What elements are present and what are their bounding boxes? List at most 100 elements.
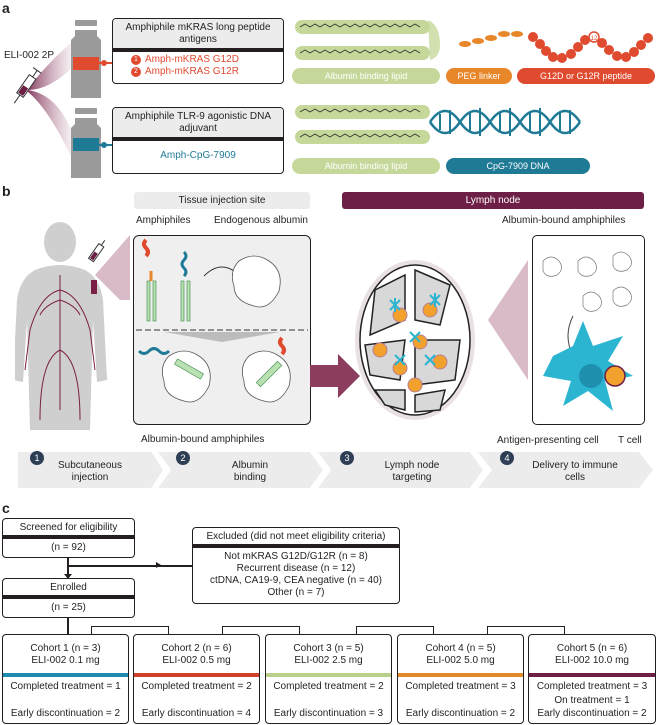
- peptide-antigen-box: Amphiphile mKRAS long peptide antigens 1…: [112, 18, 284, 84]
- arrow-head: [338, 354, 360, 398]
- cohort-line: On treatment = 1: [554, 695, 630, 706]
- cohort-line: [3, 693, 128, 708]
- g12-marker-label: 12: [591, 36, 598, 42]
- step-number: 1: [30, 451, 44, 465]
- cpg-dna-pill: CpG-7909 DNA: [446, 158, 590, 174]
- dna-adjuvant-box: Amphiphile TLR-9 agonistic DNA adjuvant …: [112, 107, 284, 174]
- syringe-icon: [87, 240, 106, 263]
- step-number: 4: [500, 451, 514, 465]
- dna-helix-strand: [428, 109, 582, 135]
- enrolled-count: (n = 25): [51, 602, 86, 613]
- cohort-line: [134, 693, 259, 708]
- cohort-line: Completed treatment = 1: [10, 681, 121, 692]
- cohort-connector: [91, 626, 169, 634]
- cohort-line: [398, 693, 523, 708]
- screened-box: Screened for eligibility (n = 92): [2, 518, 135, 558]
- fan-lower: [28, 90, 75, 165]
- enrolled-title: Enrolled: [3, 579, 134, 599]
- step-label: Albumin binding: [231, 460, 269, 483]
- cohort-dose: ELI-002 5.0 mg: [426, 655, 495, 666]
- immune-delivery-box: [532, 235, 645, 425]
- product-label: ELI-002 2P: [4, 50, 55, 61]
- albumin-icon: [231, 255, 281, 308]
- cohort-dose: ELI-002 0.5 mg: [162, 655, 231, 666]
- peptide-item: 1 Amph-mKRAS G12D: [131, 54, 283, 66]
- arrowhead: [64, 574, 72, 579]
- cohort-4-box: Cohort 4 (n = 5) ELI-002 5.0 mg Complete…: [397, 634, 524, 724]
- cohort-1-box: Cohort 1 (n = 3) ELI-002 0.1 mg Complete…: [2, 634, 129, 724]
- cohort-dose: ELI-002 10.0 mg: [555, 655, 629, 666]
- lymph-node-label: Lymph node: [342, 192, 644, 209]
- cohort-title: Cohort 4 (n = 5): [425, 643, 496, 654]
- antigen-presenting-cell-label: Antigen-presenting cell: [497, 435, 599, 446]
- cohort-line: Early discontinuation = 4: [141, 708, 252, 719]
- peptide-box-title: Amphiphile mKRAS long peptide antigens: [113, 19, 283, 52]
- injection-fan: [87, 235, 130, 300]
- cohort-line: Early discontinuation = 2: [10, 708, 121, 719]
- step-label: Delivery to immune cells: [532, 460, 618, 483]
- arrow-body: [310, 365, 340, 387]
- cohort-line: Completed treatment = 2: [273, 681, 384, 692]
- cohort-color-bar: [266, 673, 391, 677]
- cohort-line: Completed treatment = 2: [141, 681, 252, 692]
- tissue-injection-box: [133, 235, 311, 425]
- cohort-dose: ELI-002 0.1 mg: [31, 655, 100, 666]
- peg-linker-pill: PEG linker: [446, 68, 512, 84]
- t-cell-label: T cell: [618, 435, 642, 446]
- cohort-connector: [487, 626, 565, 634]
- peptide-item-label: Amph-mKRAS G12R: [145, 66, 239, 77]
- lymph-node-illustration: [355, 260, 475, 420]
- lipid-tail: [295, 46, 430, 60]
- step-number: 3: [340, 451, 354, 465]
- cohort-2-box: Cohort 2 (n = 6) ELI-002 0.5 mg Complete…: [133, 634, 260, 724]
- amphiphiles-label: Amphiphiles: [136, 215, 191, 226]
- cohort-5-box: Cohort 5 (n = 6) ELI-002 10.0 mg Complet…: [528, 634, 656, 724]
- cohort-line: Early discontinuation = 3: [273, 708, 384, 719]
- albumin-bound-amphiphiles-label: Albumin-bound amphiphiles: [141, 434, 265, 445]
- number-badge: 1: [131, 55, 141, 65]
- tissue-contents: [136, 238, 308, 403]
- excluded-title: Excluded (did not meet eligibility crite…: [193, 528, 399, 548]
- t-cell-icon: [604, 365, 626, 387]
- syringe-icon: [13, 67, 42, 104]
- immune-cell-contents: [542, 251, 633, 411]
- screened-count: (n = 92): [51, 542, 86, 553]
- panel-a-letter: a: [2, 0, 10, 16]
- dna-box-title: Amphiphile TLR-9 agonistic DNA adjuvant: [113, 108, 283, 141]
- cohort-color-bar: [134, 673, 259, 677]
- peptide-pill: G12D or G12R peptide: [517, 68, 655, 84]
- zoom-fan: [488, 260, 528, 380]
- screened-title: Screened for eligibility: [3, 519, 134, 539]
- fan-upper: [28, 40, 75, 90]
- cohort-3-box: Cohort 3 (n = 5) ELI-002 2.5 mg Complete…: [265, 634, 392, 724]
- dna-amphiphile-structure: [295, 105, 582, 144]
- cohort-color-bar: [3, 673, 128, 677]
- endogenous-albumin-label: Endogenous albumin: [214, 215, 308, 226]
- step-label: Lymph node targeting: [384, 460, 440, 483]
- panel-b-letter: b: [2, 183, 11, 199]
- peptide-chain: [528, 32, 653, 63]
- cohort-line: Completed treatment = 3: [405, 681, 516, 692]
- peg-linker: [459, 31, 523, 47]
- excluded-reason: ctDNA, CA19-9, CEA negative (n = 40): [209, 575, 383, 586]
- excluded-box: Excluded (did not meet eligibility crite…: [192, 527, 400, 604]
- lipid-tail: [295, 20, 430, 34]
- peptide-item: 2 Amph-mKRAS G12R: [131, 66, 283, 78]
- lipid-pill: Albumin binding lipid: [292, 68, 440, 84]
- connector: [67, 618, 69, 634]
- cohort-color-bar: [398, 673, 523, 677]
- peptide-amphiphile-structure: 12: [295, 20, 653, 63]
- cohort-title: Cohort 2 (n = 6): [161, 643, 232, 654]
- human-body-illustration: [15, 222, 107, 430]
- arrowhead: [156, 562, 161, 568]
- cohort-line: [266, 693, 391, 708]
- peptide-vial-icon: [71, 20, 101, 98]
- connector: [67, 558, 69, 576]
- peptide-item-label: Amph-mKRAS G12D: [145, 54, 239, 65]
- dna-helix-strand: [428, 109, 582, 135]
- injection-illustration: [13, 20, 115, 178]
- cohort-connector: [356, 626, 434, 634]
- g12-marker: [588, 31, 600, 43]
- tissue-injection-site-label: Tissue injection site: [134, 192, 310, 209]
- cohort-line: Early discontinuation = 2: [537, 708, 647, 719]
